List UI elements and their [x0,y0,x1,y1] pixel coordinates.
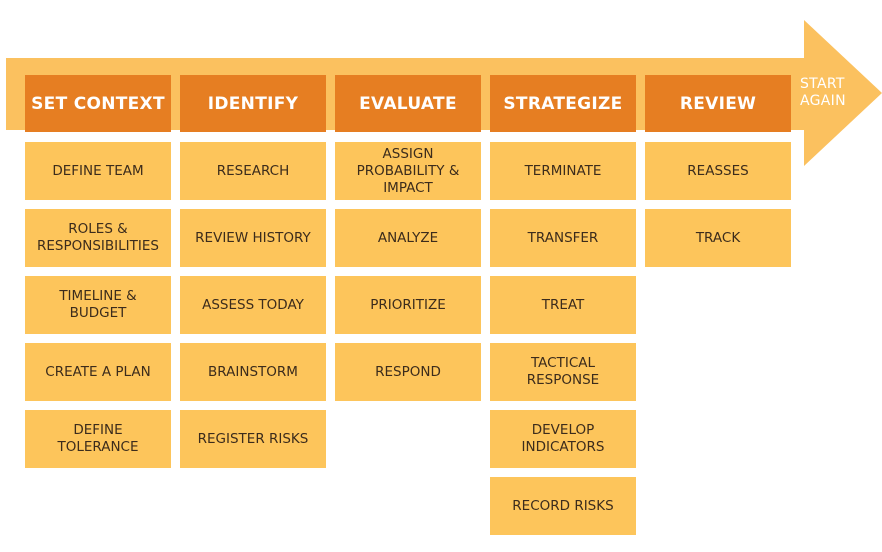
step-box: TRANSFER [490,209,636,267]
step-box: TERMINATE [490,142,636,200]
column-strategize: STRATEGIZE TERMINATE TRANSFER TREAT TACT… [490,75,636,535]
step-box: TIMELINE & BUDGET [25,276,171,334]
start-again-label: START AGAIN [800,76,862,110]
step-box: RESEARCH [180,142,326,200]
step-box: DEFINE TOLERANCE [25,410,171,468]
step-box: BRAINSTORM [180,343,326,401]
start-again-line2: AGAIN [800,93,846,109]
column-set-context: SET CONTEXT DEFINE TEAM ROLES & RESPONSI… [25,75,171,468]
column-header: IDENTIFY [180,75,326,132]
step-box: TREAT [490,276,636,334]
step-box: RECORD RISKS [490,477,636,535]
column-header: SET CONTEXT [25,75,171,132]
step-box: TACTICAL RESPONSE [490,343,636,401]
column-header: STRATEGIZE [490,75,636,132]
step-box: CREATE A PLAN [25,343,171,401]
step-box: ASSESS TODAY [180,276,326,334]
column-header: REVIEW [645,75,791,132]
step-box: ROLES & RESPONSIBILITIES [25,209,171,267]
step-box: DEFINE TEAM [25,142,171,200]
step-box: DEVELOP INDICATORS [490,410,636,468]
step-box: PRIORITIZE [335,276,481,334]
step-box: ANALYZE [335,209,481,267]
step-box: ASSIGN PROBABILITY & IMPACT [335,142,481,200]
step-box: REASSES [645,142,791,200]
step-box: REVIEW HISTORY [180,209,326,267]
step-box: REGISTER RISKS [180,410,326,468]
start-again-line1: START [800,76,845,92]
step-box: RESPOND [335,343,481,401]
column-identify: IDENTIFY RESEARCH REVIEW HISTORY ASSESS … [180,75,326,468]
column-review: REVIEW REASSES TRACK [645,75,791,267]
step-box: TRACK [645,209,791,267]
column-evaluate: EVALUATE ASSIGN PROBABILITY & IMPACT ANA… [335,75,481,401]
column-header: EVALUATE [335,75,481,132]
